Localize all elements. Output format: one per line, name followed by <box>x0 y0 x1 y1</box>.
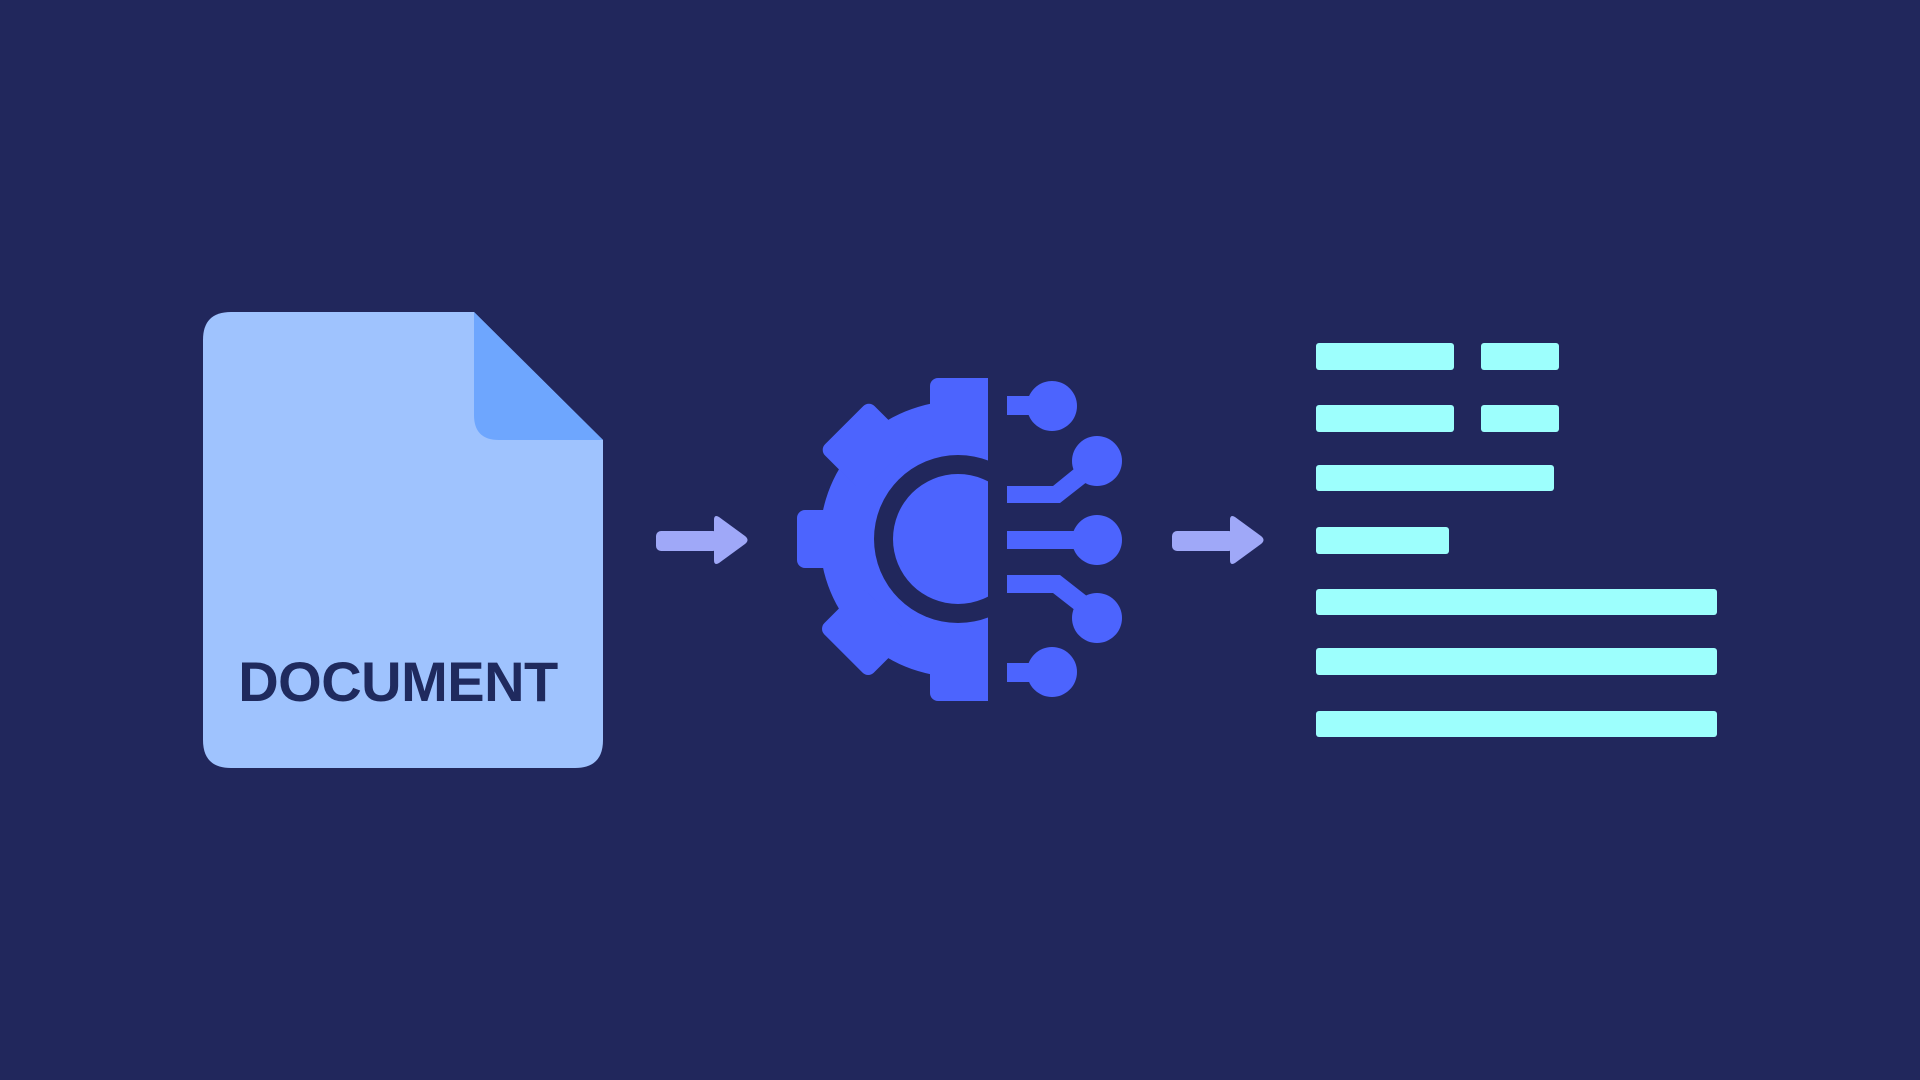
text-line-4 <box>1316 527 1449 554</box>
text-line-7 <box>1316 711 1717 737</box>
text-line-2b <box>1481 405 1559 432</box>
half-gear <box>797 378 988 701</box>
text-line-2a <box>1316 405 1454 432</box>
arrow-to-output <box>1172 516 1264 564</box>
document-fold-corner <box>474 312 603 440</box>
text-line-1b <box>1481 343 1559 370</box>
text-line-3 <box>1316 465 1554 491</box>
document-label: DOCUMENT <box>238 650 558 713</box>
text-line-5 <box>1316 589 1717 615</box>
text-line-6 <box>1316 648 1717 675</box>
arrow-to-processor <box>656 516 748 564</box>
circuit-traces <box>1007 381 1122 697</box>
text-line-1a <box>1316 343 1454 370</box>
